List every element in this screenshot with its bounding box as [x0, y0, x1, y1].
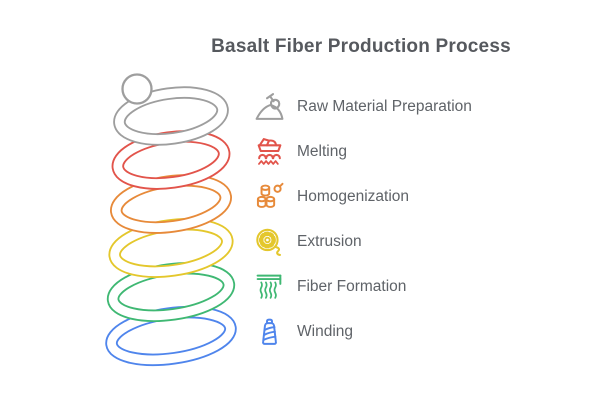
step-label: Extrusion	[297, 232, 362, 250]
spiral-coil-graphic	[105, 73, 237, 367]
furnace-icon	[253, 135, 286, 168]
extrusion-die-icon	[253, 225, 286, 258]
barrels-icon	[253, 180, 286, 213]
step-label: Winding	[297, 322, 353, 340]
step-label: Melting	[297, 142, 347, 160]
tube-opening	[121, 73, 153, 105]
step-winding: Winding	[253, 309, 472, 354]
step-extrusion: Extrusion	[253, 219, 472, 264]
step-homogenization: Homogenization	[253, 174, 472, 219]
step-raw-material-preparation: Raw Material Preparation	[253, 84, 472, 129]
bobbin-icon	[253, 315, 286, 348]
fiber-strands-icon	[253, 270, 286, 303]
coil-turn-raw-material	[113, 86, 229, 146]
step-melting: Melting	[253, 129, 472, 174]
step-fiber-formation: Fiber Formation	[253, 264, 472, 309]
step-label: Raw Material Preparation	[297, 97, 472, 115]
page-title: Basalt Fiber Production Process	[211, 36, 511, 57]
step-label: Homogenization	[297, 187, 410, 205]
shovel-icon	[253, 90, 286, 123]
step-label: Fiber Formation	[297, 277, 407, 295]
process-step-list: Raw Material Preparation Melting	[253, 84, 472, 354]
